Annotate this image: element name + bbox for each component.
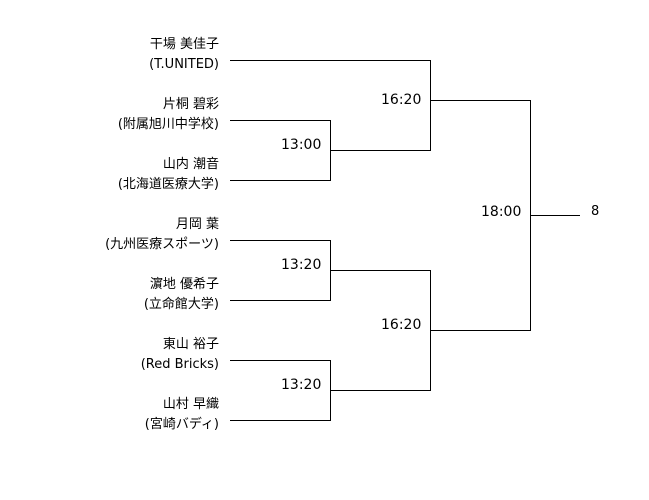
player-team: (Red Bricks) [140,357,219,372]
bracket-line [430,60,431,151]
player-6: 東山 裕子 (Red Bricks) [141,335,219,375]
player-team: (北海道医療大学) [117,177,219,192]
bracket-line [430,330,531,331]
player-team: (附属旭川中学校) [117,117,219,132]
match-time-semi-bottom: 16:20 [381,317,422,333]
bracket-line [330,270,431,271]
player-name: 片桐 碧彩 [162,97,219,112]
player-team: (宮崎バディ) [144,417,219,432]
match-time-r1-a: 13:00 [281,137,322,153]
bracket-line [530,215,580,216]
player-name: 干場 美佳子 [149,37,219,52]
player-4: 月岡 葉 (九州医療スポーツ) [105,215,219,255]
bracket-line [430,100,531,101]
bracket-line [230,120,331,121]
match-time-final: 18:00 [481,204,522,220]
player-5: 濵地 優希子 (立命館大学) [144,275,219,315]
slot-number: 8 [591,204,600,219]
match-time-r1-c: 13:20 [281,377,322,393]
match-time-r1-b: 13:20 [281,257,322,273]
player-name: 山村 早織 [162,397,219,412]
match-time-semi-top: 16:20 [381,92,422,108]
bracket-line [230,360,331,361]
player-2: 片桐 碧彩 (附属旭川中学校) [118,95,219,135]
bracket-line [230,240,331,241]
player-1: 干場 美佳子 (T.UNITED) [149,35,219,75]
bracket-line [330,150,431,151]
player-name: 東山 裕子 [162,337,219,352]
player-team: (T.UNITED) [149,57,219,72]
player-name: 濵地 優希子 [149,277,219,292]
player-team: (九州医療スポーツ) [105,237,219,252]
bracket-line [330,390,431,391]
bracket-line [230,420,331,421]
player-7: 山村 早織 (宮崎バディ) [145,395,219,435]
bracket-line [230,60,431,61]
player-team: (立命館大学) [143,297,219,312]
player-name: 月岡 葉 [175,217,219,232]
player-3: 山内 潮音 (北海道医療大学) [118,155,219,195]
player-name: 山内 潮音 [162,157,219,172]
bracket-line [230,300,331,301]
bracket-line [230,180,331,181]
